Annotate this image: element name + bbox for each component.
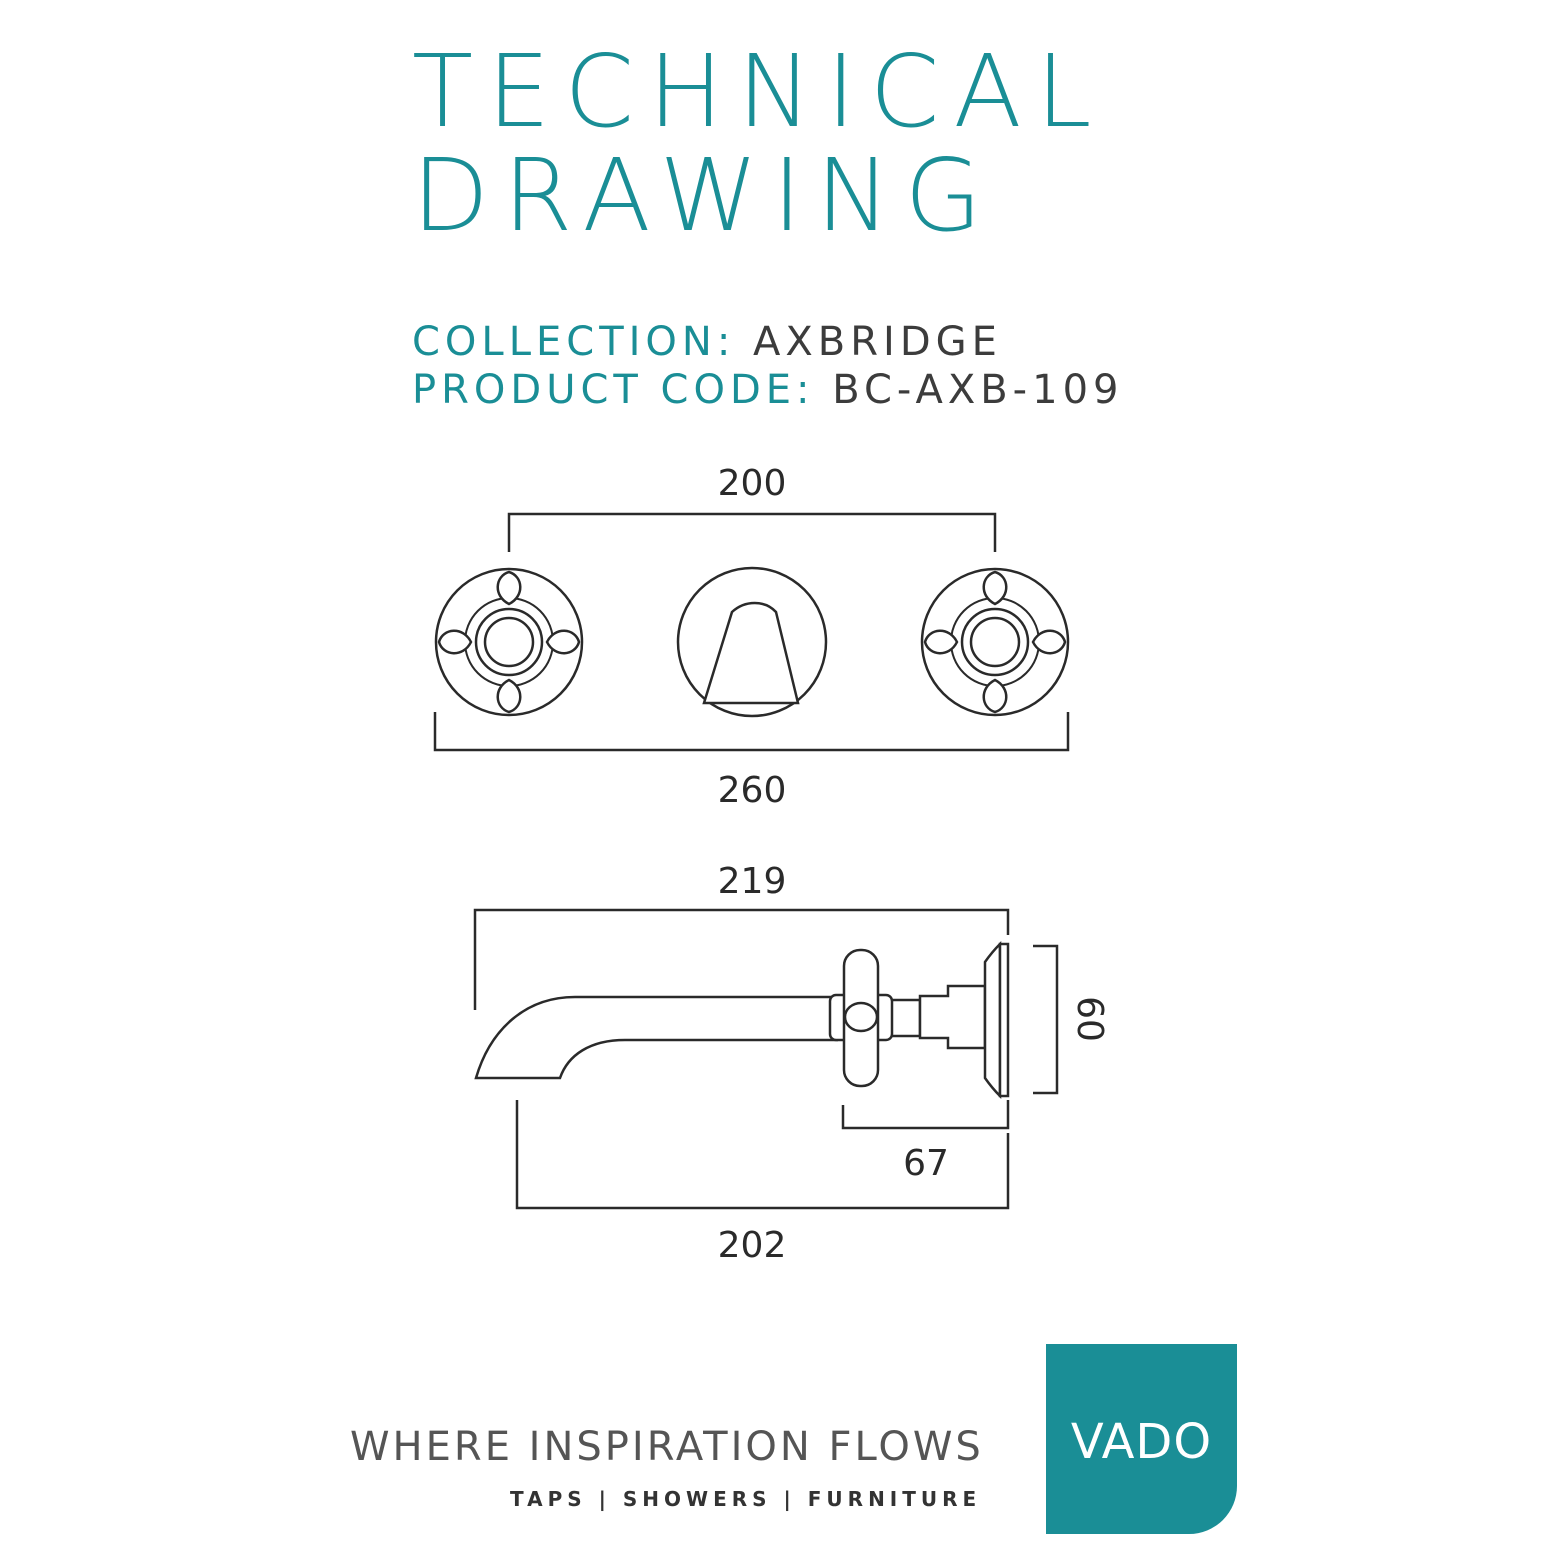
dimension-label-67: 67 bbox=[903, 1143, 949, 1184]
dimension-label-200: 200 bbox=[718, 463, 787, 504]
dimension-label-202: 202 bbox=[718, 1225, 787, 1266]
dimension-line-200 bbox=[507, 512, 997, 552]
spout-top-view bbox=[676, 566, 828, 718]
dimension-line-219 bbox=[473, 908, 1010, 1010]
top-view bbox=[433, 512, 1070, 752]
product-code-line: PRODUCT CODE: BC-AXB-109 bbox=[412, 370, 1123, 410]
title-line-2: DRAWING bbox=[412, 137, 997, 254]
dimension-label-219: 219 bbox=[718, 861, 787, 902]
dimension-label-60: 60 bbox=[1069, 996, 1110, 1042]
footer-tagline: WHERE INSPIRATION FLOWS bbox=[350, 1424, 984, 1470]
vado-logo: VADO bbox=[1046, 1344, 1237, 1534]
dimension-line-202 bbox=[515, 1100, 1010, 1210]
footer-subline: TAPS | SHOWERS | FURNITURE bbox=[510, 1487, 982, 1511]
title-line-1: TECHNICAL bbox=[412, 33, 1106, 150]
logo-text: VADO bbox=[1070, 1414, 1213, 1470]
dimension-line-260 bbox=[433, 712, 1070, 752]
dimension-line-67 bbox=[841, 1100, 1010, 1130]
dimension-label-260: 260 bbox=[718, 770, 787, 811]
handle-side-view bbox=[828, 940, 1010, 1100]
collection-line: COLLECTION: AXBRIDGE bbox=[412, 322, 1002, 362]
side-view bbox=[473, 908, 1059, 1210]
left-handle-top-view bbox=[434, 567, 584, 717]
spout-side-view bbox=[474, 995, 838, 1080]
dimension-line-60 bbox=[1033, 944, 1059, 1095]
right-handle-top-view bbox=[920, 567, 1070, 717]
collection-label: COLLECTION: bbox=[412, 319, 736, 365]
product-code-value: BC-AXB-109 bbox=[832, 367, 1124, 413]
collection-value: AXBRIDGE bbox=[753, 319, 1002, 365]
product-code-label: PRODUCT CODE: bbox=[412, 367, 815, 413]
